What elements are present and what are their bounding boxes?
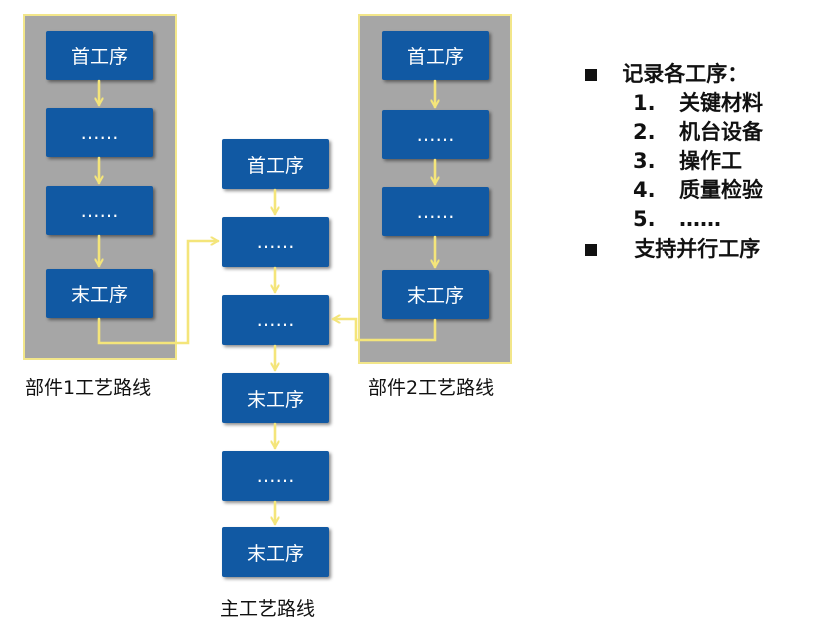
square-bullet-icon [585, 69, 597, 81]
note-item-text: 质量检验 [679, 178, 763, 202]
note-item: 3. 操作工 [633, 147, 742, 176]
notes-title-row: 记录各工序： [585, 60, 748, 89]
part2-route-caption: 部件2工艺路线 [368, 377, 495, 399]
part1-step-last[interactable]: 末工序 [46, 269, 153, 318]
main-route-caption: 主工艺路线 [220, 598, 316, 620]
note-item-text: 机台设备 [679, 120, 763, 144]
main-step-2[interactable]: …… [222, 217, 329, 267]
part1-step-first[interactable]: 首工序 [46, 31, 153, 80]
part2-step-last[interactable]: 末工序 [382, 270, 489, 319]
note-item: 2. 机台设备 [633, 118, 763, 147]
note-item-number: 5. [633, 207, 656, 231]
note-item: 1. 关键材料 [633, 89, 763, 118]
note-item: 4. 质量检验 [633, 176, 763, 205]
note-item-text: 关键材料 [679, 91, 763, 115]
main-step-last[interactable]: 末工序 [222, 527, 329, 577]
main-step-first[interactable]: 首工序 [222, 139, 329, 189]
main-step-4[interactable]: 末工序 [222, 373, 329, 423]
part1-route-caption: 部件1工艺路线 [25, 377, 152, 399]
main-step-5[interactable]: …… [222, 451, 329, 501]
note-item-number: 1. [633, 91, 656, 115]
arrow-p2-to-main [331, 319, 437, 342]
note-item-text: …… [679, 207, 721, 231]
part1-step-3[interactable]: …… [46, 186, 153, 235]
notes-title: 记录各工序： [622, 62, 749, 86]
note-item-number: 2. [633, 120, 656, 144]
main-step-3[interactable]: …… [222, 295, 329, 345]
notes-extra-row: 支持并行工序 [585, 235, 760, 264]
part2-step-2[interactable]: …… [382, 110, 489, 159]
square-bullet-icon [585, 244, 597, 256]
notes-extra: 支持并行工序 [634, 237, 761, 261]
part2-step-3[interactable]: …… [382, 187, 489, 236]
note-item-number: 3. [633, 149, 656, 173]
part1-step-2[interactable]: …… [46, 108, 153, 157]
note-item-text: 操作工 [679, 149, 742, 173]
part2-step-first[interactable]: 首工序 [382, 31, 489, 80]
arrow-p1-to-main [97, 241, 220, 345]
note-item: 5. …… [633, 205, 721, 234]
note-item-number: 4. [633, 178, 656, 202]
